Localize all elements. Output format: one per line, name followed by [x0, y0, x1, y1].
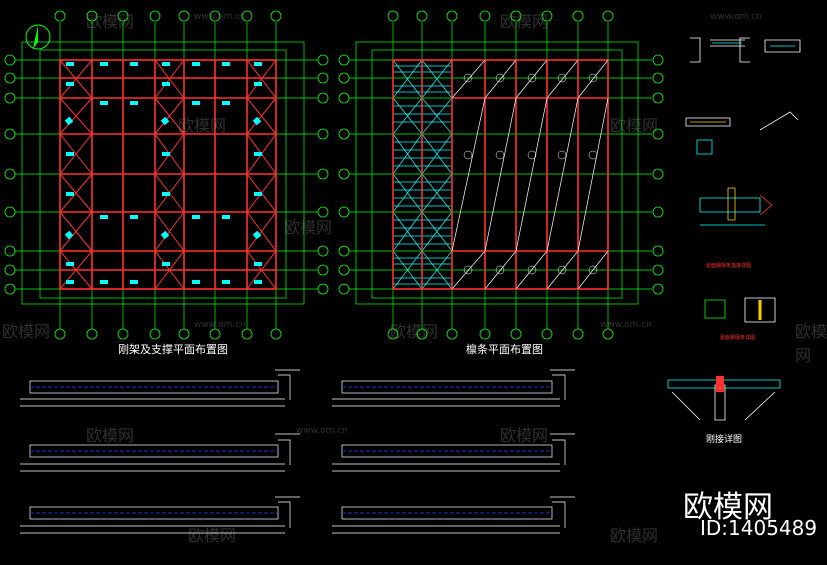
right-plan: [338, 10, 664, 340]
watermark-text: 欧模网: [86, 12, 135, 31]
section-detail-title: 刚接详图: [706, 435, 743, 445]
beam-elevations: [20, 369, 575, 534]
watermark-text: 欧模网: [390, 322, 439, 341]
watermark-text: 欧模网: [86, 426, 135, 445]
red-note-1: 屋面钢檩条连接详图: [706, 263, 752, 269]
watermark-url: www.om.cn: [194, 320, 246, 330]
watermark-text: 欧模网: [178, 116, 227, 135]
watermark-text: 欧模网: [188, 526, 237, 545]
red-note-2: 屋面钢檩条详图: [720, 335, 756, 341]
watermark-url: www.om.cn: [194, 12, 246, 22]
watermark-text: 欧模网: [500, 426, 549, 445]
watermark-url: www.om.cn: [296, 426, 348, 436]
watermark-text: 欧模网: [500, 12, 549, 31]
watermark-text: 欧模网: [610, 526, 659, 545]
watermark-text: 欧模网: [795, 322, 827, 365]
asset-id: ID:1405489: [700, 516, 818, 540]
watermark-text: 欧模网: [610, 116, 659, 135]
watermark-text: 欧模网: [2, 322, 51, 341]
watermark-url: www.om.cn: [710, 12, 762, 22]
left-plan: [4, 10, 329, 340]
detail-drawings: [667, 37, 801, 421]
watermark-text: 欧模网: [284, 218, 333, 237]
north-arrow-icon: [25, 24, 51, 50]
watermark-url: www.om.cn: [600, 320, 652, 330]
right-plan-title: 檩条平面布置图: [466, 343, 543, 356]
brand-logo: 欧模网: [683, 490, 773, 525]
left-plan-title: 刚架及支撑平面布置图: [118, 343, 228, 356]
